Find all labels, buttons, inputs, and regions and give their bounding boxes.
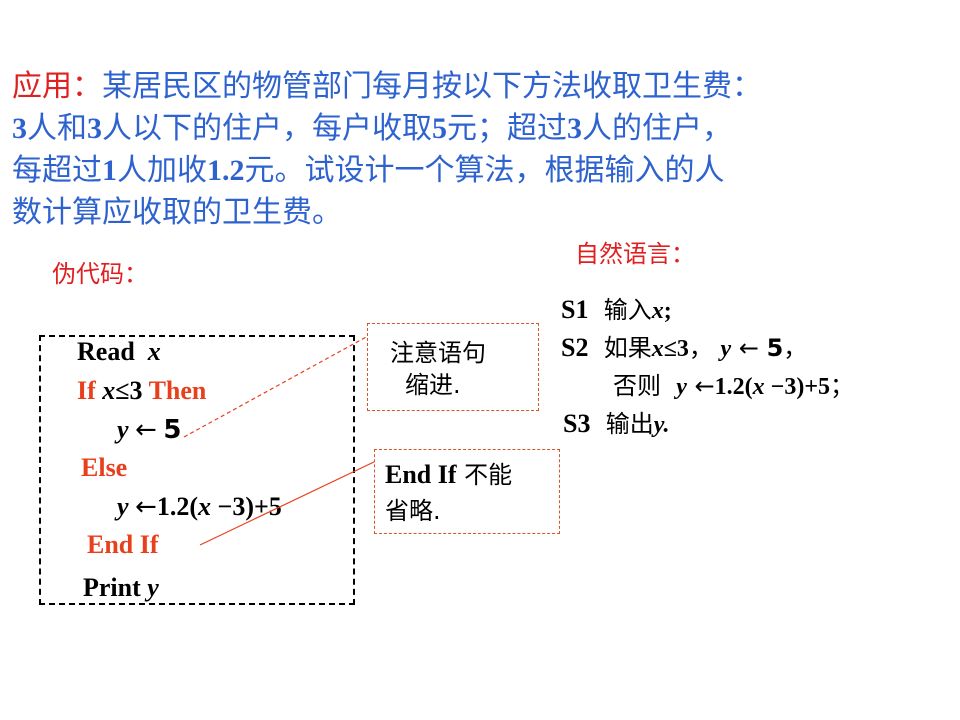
indent-callout-line xyxy=(183,335,369,438)
variable: y xyxy=(720,336,732,362)
endif-callout-line xyxy=(199,460,377,546)
problem-text: 每超过 xyxy=(12,153,102,188)
problem-text: 人以下的住户，每户收取 xyxy=(102,111,432,146)
problem-text: 元；超过 xyxy=(447,111,567,146)
endif-note-line-1: End If 不能 xyxy=(385,458,512,492)
read-keyword: Read xyxy=(77,337,135,366)
problem-line-2: 3人和3人以下的住户，每户收取5元；超过3人的住户， xyxy=(12,108,732,150)
code-line-endif: End If xyxy=(87,530,159,559)
note-text: 不能 xyxy=(456,461,513,489)
arrow: ← xyxy=(694,372,715,400)
punctuation: ， xyxy=(783,334,808,362)
code-line-if: If x≤3 Then xyxy=(77,376,206,406)
problem-text: 某居民区的物管部门每月按以下方法收取卫生费： xyxy=(102,69,762,104)
number: 1 xyxy=(102,154,117,187)
variable: x xyxy=(651,336,664,362)
number: 1.2 xyxy=(207,154,245,187)
punctuation: ， xyxy=(688,334,713,362)
problem-text: 人加收 xyxy=(117,153,207,188)
step-text: 否则 xyxy=(613,372,661,400)
value: 5 xyxy=(766,334,784,362)
problem-text: 人和 xyxy=(27,111,87,146)
expression: 1.2( xyxy=(714,374,753,400)
code-line-print: Print y xyxy=(83,573,159,603)
variable: x xyxy=(651,298,664,324)
endif-note-line-2: 省略. xyxy=(385,497,441,525)
code-line-assign2: y ←1.2(x −3)+5 xyxy=(117,492,282,522)
number: 3 xyxy=(12,112,27,145)
indent-note-line-2: 缩进. xyxy=(405,371,461,399)
step-text: 输出 xyxy=(605,410,654,438)
step-label: S2 xyxy=(561,333,589,362)
step-label: S1 xyxy=(561,295,589,324)
problem-text: 数计算应收取的卫生费。 xyxy=(12,195,342,230)
problem-line-3: 每超过1人加收1.2元。试设计一个算法，根据输入的人 xyxy=(12,150,725,192)
endif-note-box: End If 不能 省略. xyxy=(374,449,560,534)
problem-line-4: 数计算应收取的卫生费。 xyxy=(12,192,342,234)
endif-keyword: End If xyxy=(385,460,457,489)
condition: ≤3 xyxy=(115,376,143,405)
code-line-read: Read x xyxy=(77,337,161,367)
arrow: ← xyxy=(738,334,759,362)
condition: ≤3 xyxy=(663,336,689,362)
problem-text: 人的住户， xyxy=(582,111,732,146)
number: 3 xyxy=(87,112,102,145)
expression: −3)+5 xyxy=(211,492,282,521)
application-label: 应用： xyxy=(12,69,102,104)
variable: x xyxy=(147,337,161,366)
arrow: ← xyxy=(135,415,157,445)
variable: x xyxy=(198,492,212,521)
step-s3: S3 输出y. xyxy=(563,404,670,439)
step-s1: S1 输入x; xyxy=(561,290,672,325)
variable: y. xyxy=(653,412,670,438)
code-line-else: Else xyxy=(81,453,128,482)
step-s2-else: 否则 y ←1.2(x −3)+5； xyxy=(613,366,854,401)
punctuation: ； xyxy=(830,372,855,400)
indent-note-box: 注意语句 缩进. xyxy=(367,323,539,411)
variable: y xyxy=(117,415,129,444)
problem-line-1: 应用：某居民区的物管部门每月按以下方法收取卫生费： xyxy=(12,66,762,108)
natural-language-heading: 自然语言： xyxy=(575,240,695,268)
step-text: 如果 xyxy=(603,334,652,362)
arrow: ← xyxy=(135,492,157,522)
problem-text: 元。试设计一个算法，根据输入的人 xyxy=(244,153,725,188)
indent-note-line-1: 注意语句 xyxy=(390,339,486,367)
punctuation: ; xyxy=(663,298,672,324)
expression: −3)+5 xyxy=(764,374,831,400)
print-keyword: Print xyxy=(83,573,141,602)
variable: y xyxy=(147,573,159,602)
code-line-assign1: y ← 5 xyxy=(117,415,181,445)
step-s2: S2 如果x≤3， y ← 5， xyxy=(561,328,807,363)
variable: y xyxy=(676,374,687,400)
number: 5 xyxy=(432,112,447,145)
pseudocode-box xyxy=(39,335,355,605)
then-keyword: Then xyxy=(148,376,207,405)
number: 3 xyxy=(567,112,582,145)
variable: x xyxy=(102,376,116,405)
variable: y xyxy=(117,492,129,521)
step-label: S3 xyxy=(563,409,591,438)
pseudocode-heading: 伪代码： xyxy=(52,260,148,288)
if-keyword: If xyxy=(77,376,96,405)
variable: x xyxy=(752,374,765,400)
value: 5 xyxy=(163,415,182,445)
step-text: 输入 xyxy=(603,296,652,324)
expression: 1.2( xyxy=(156,492,199,521)
